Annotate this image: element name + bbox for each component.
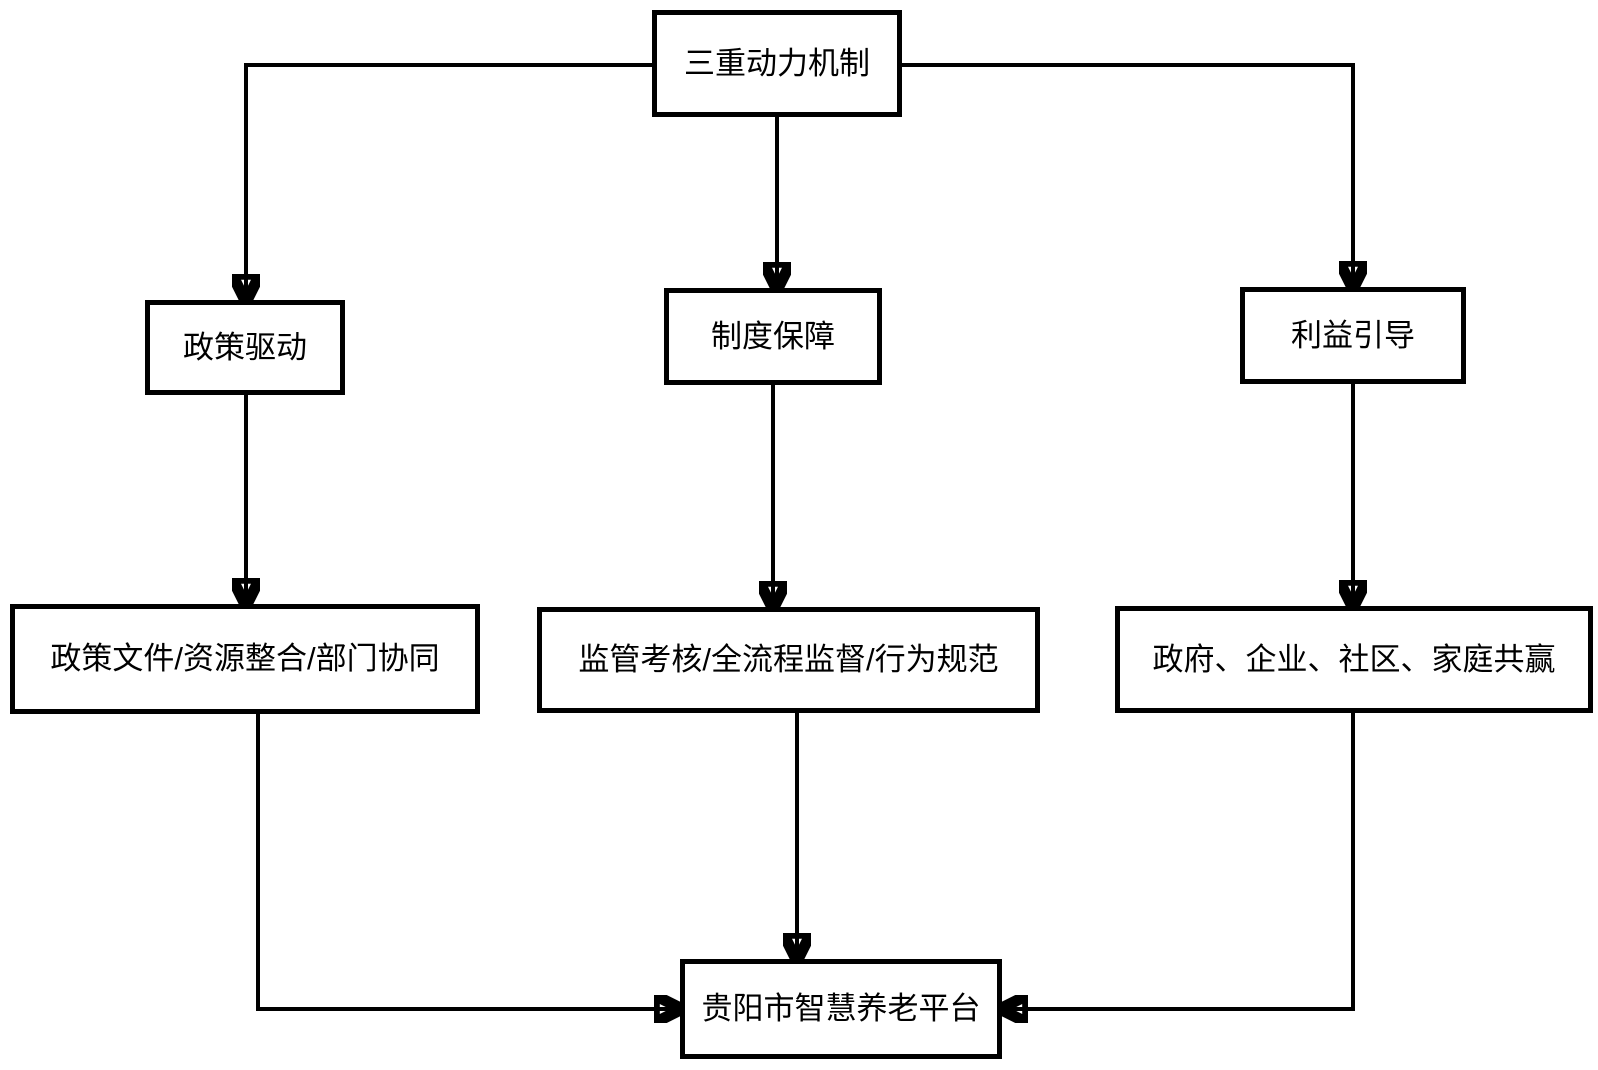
node-label: 政府、企业、社区、家庭共赢 <box>1152 641 1556 677</box>
node-label: 三重动力机制 <box>684 45 870 81</box>
node-label: 利益引导 <box>1291 317 1415 353</box>
node-institution-guarantee: 制度保障 <box>664 288 882 385</box>
node-policy-detail: 政策文件/资源整合/部门协同 <box>10 604 480 714</box>
node-label: 监管考核/全流程监督/行为规范 <box>578 642 999 678</box>
node-supervision-detail: 监管考核/全流程监督/行为规范 <box>537 607 1040 713</box>
node-interest-guidance: 利益引导 <box>1240 287 1466 384</box>
edge-root-interest <box>902 63 1353 285</box>
node-label: 政策文件/资源整合/部门协同 <box>50 641 440 677</box>
node-label: 政策驱动 <box>183 329 307 365</box>
node-label: 制度保障 <box>711 318 835 354</box>
node-label: 贵阳市智慧养老平台 <box>701 991 981 1027</box>
edge-interestdetail-platform <box>1004 713 1355 1009</box>
node-policy-drive: 政策驱动 <box>145 300 345 395</box>
node-guiyang-platform: 贵阳市智慧养老平台 <box>680 959 1002 1059</box>
node-winwin-detail: 政府、企业、社区、家庭共赢 <box>1115 606 1593 713</box>
edge-policydetail-platform <box>256 714 678 1009</box>
edge-root-policy <box>246 63 652 298</box>
node-triple-mechanism: 三重动力机制 <box>652 10 902 117</box>
